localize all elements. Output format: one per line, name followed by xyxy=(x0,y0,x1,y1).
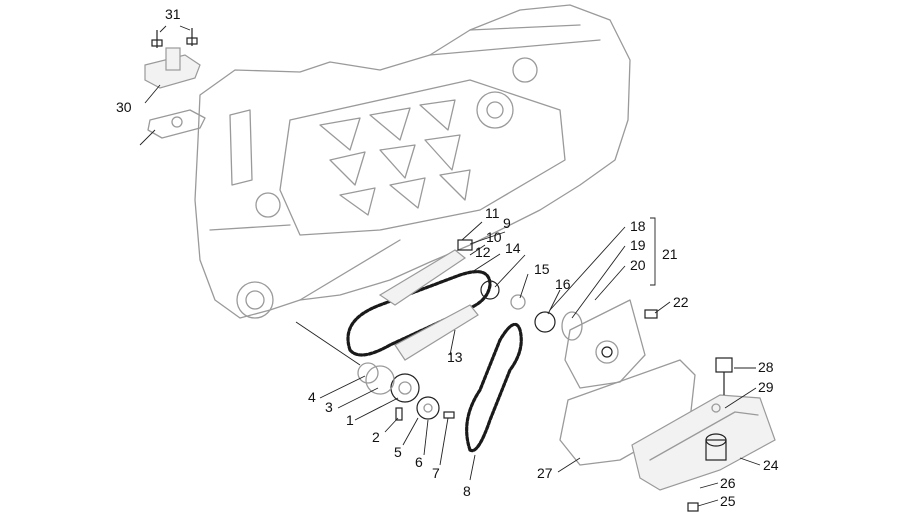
callout-22: 22 xyxy=(673,294,689,310)
callout-10: 10 xyxy=(486,229,502,245)
callout-30: 31 xyxy=(165,6,181,22)
timing-chain-assembly xyxy=(346,249,523,453)
callout-1: 1 xyxy=(346,412,354,428)
callout-19: 19 xyxy=(630,237,646,253)
callout-11: 11 xyxy=(485,205,500,221)
pump-bracket-assembly xyxy=(144,28,206,139)
callout-8: 8 xyxy=(463,483,471,499)
callout-14: 14 xyxy=(505,240,521,256)
callout-21: 21 xyxy=(662,246,678,262)
callout-2: 2 xyxy=(372,429,380,445)
callout-7: 7 xyxy=(432,465,440,481)
callout-18: 18 xyxy=(630,218,646,234)
callout-16: 16 xyxy=(555,276,571,292)
callout-25: 26 xyxy=(720,475,736,491)
callout-13: 13 xyxy=(447,349,463,365)
callout-3: 3 xyxy=(325,399,333,415)
callout-4: 4 xyxy=(308,389,316,405)
callout-leaders xyxy=(139,25,761,507)
sprocket-and-pump-group xyxy=(357,239,658,421)
callout-29: 30 xyxy=(116,99,132,115)
callout-24: 25 xyxy=(720,493,736,509)
callout-23: 24 xyxy=(763,457,779,473)
callout-9: 9 xyxy=(503,215,511,231)
callout-28: 29 xyxy=(758,379,774,395)
callout-12: 12 xyxy=(475,244,491,260)
crankcase-housing xyxy=(194,4,631,319)
callout-26: 27 xyxy=(537,465,553,481)
oil-sump xyxy=(631,357,776,512)
callout-27: 28 xyxy=(758,359,774,375)
callout-15: 15 xyxy=(534,261,550,277)
callout-5: 5 xyxy=(394,444,402,460)
callout-20: 20 xyxy=(630,257,646,273)
callout-6: 6 xyxy=(415,454,423,470)
